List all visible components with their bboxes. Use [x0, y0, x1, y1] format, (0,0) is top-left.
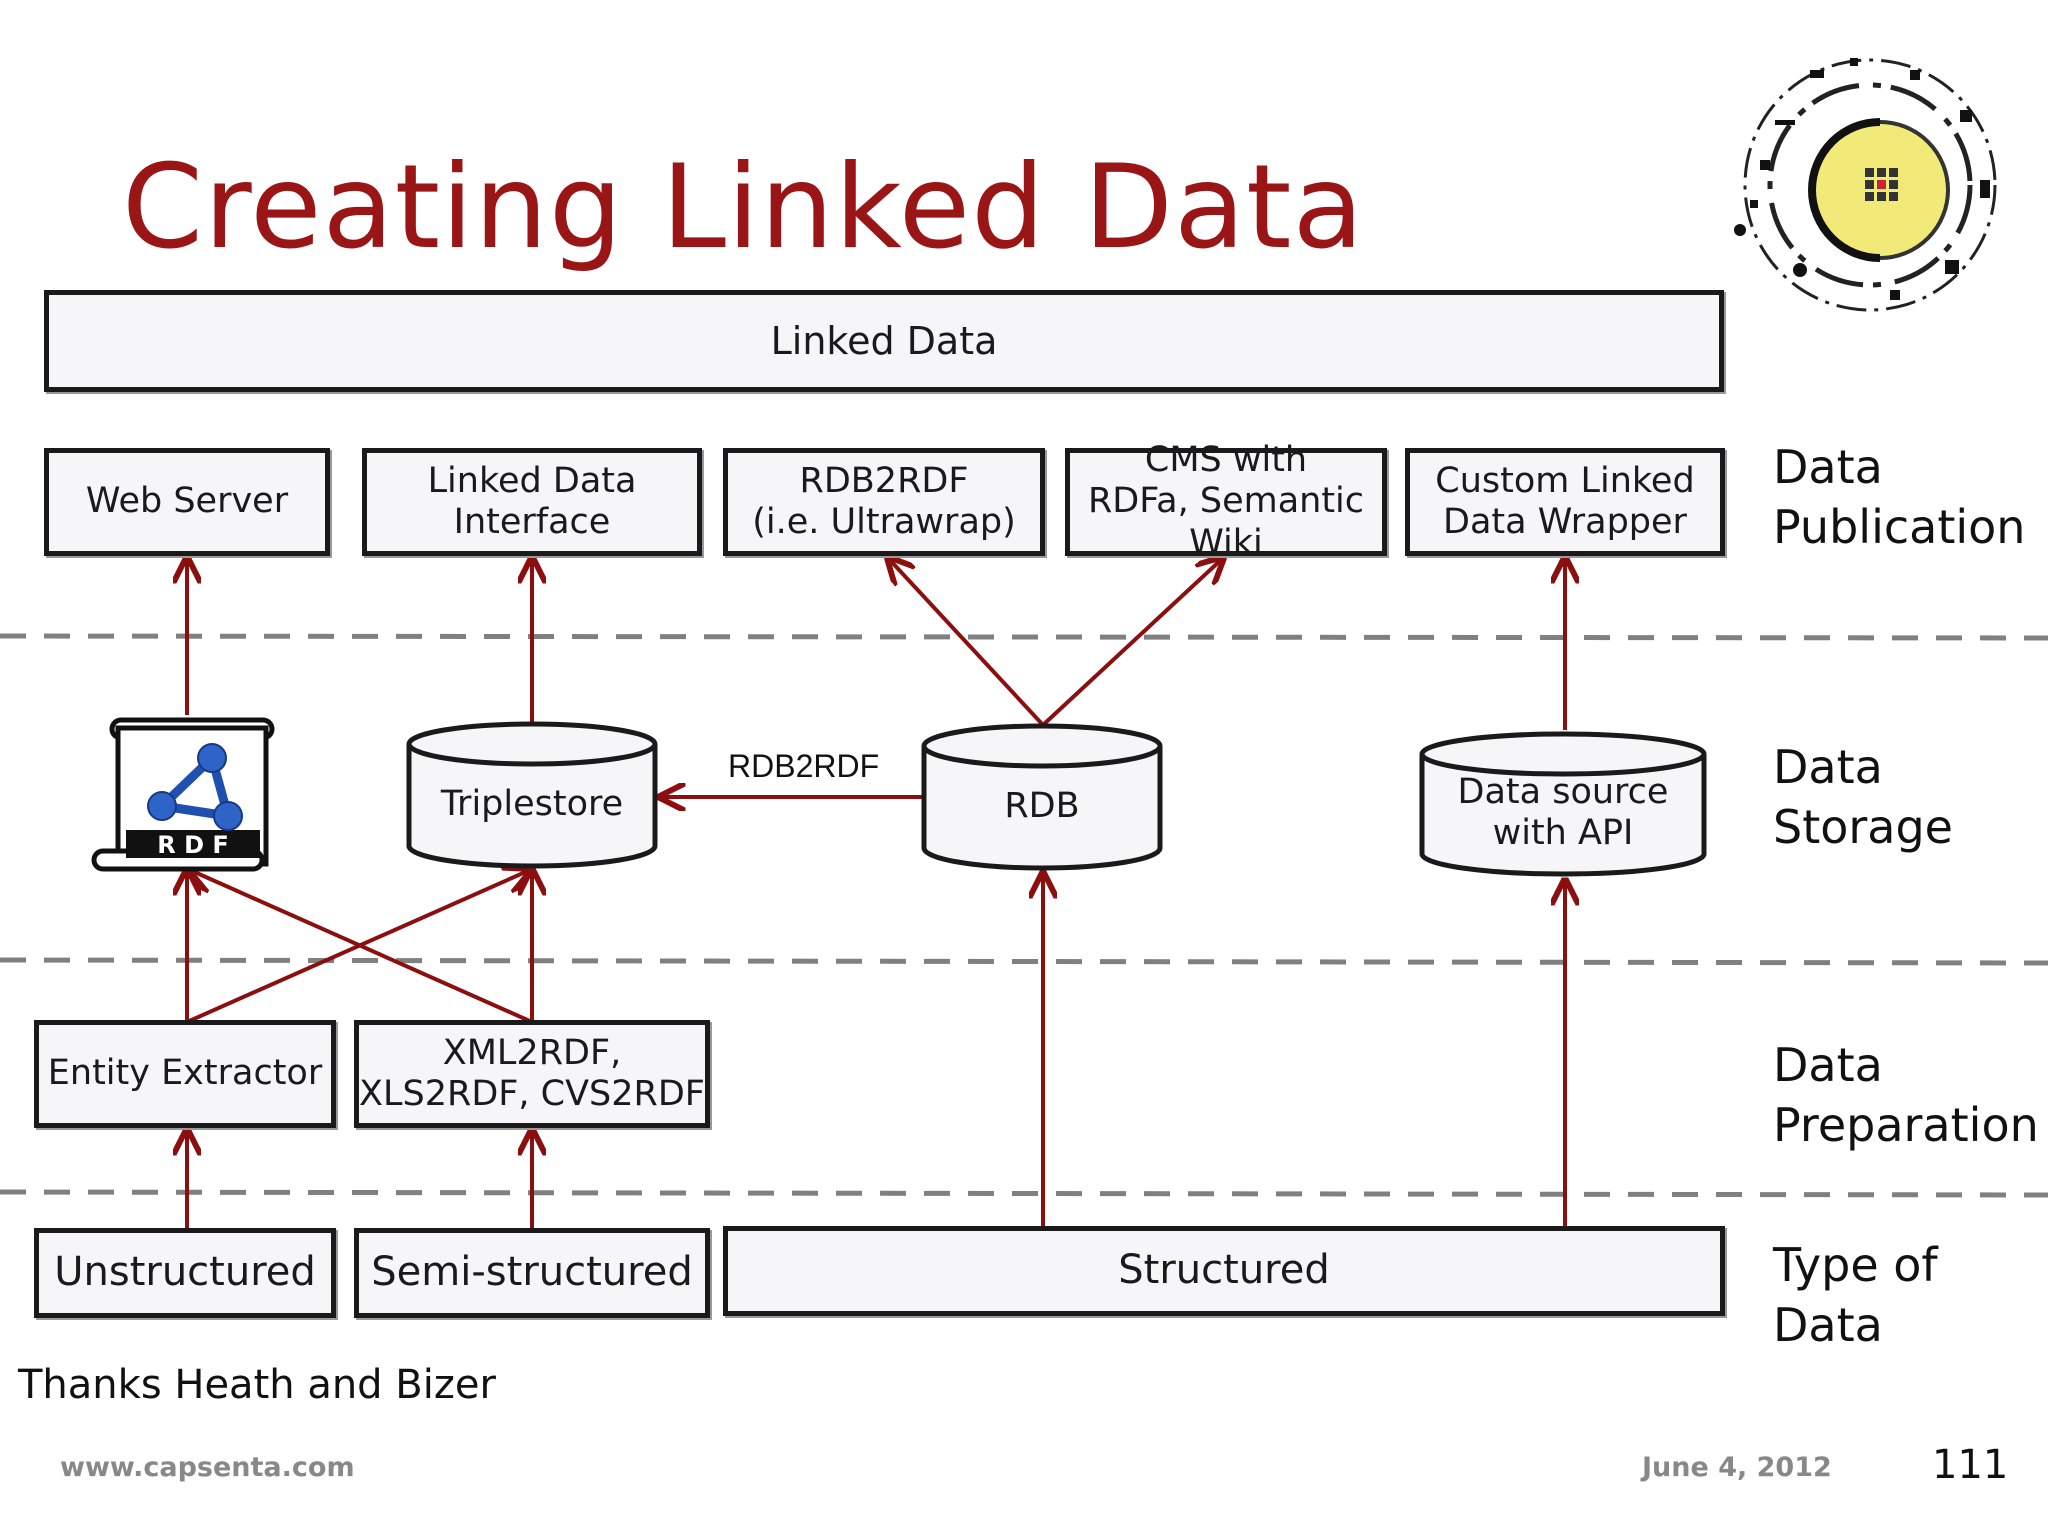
rdb-label: RDB [1004, 786, 1080, 826]
footer-url: www.capsenta.com [60, 1452, 355, 1483]
converters-box: XML2RDF, XLS2RDF, CVS2RDF [354, 1020, 710, 1128]
custom-wrapper-box: Custom Linked Data Wrapper [1405, 448, 1725, 556]
semi-structured-box: Semi-structured [354, 1228, 710, 1318]
linked-data-interface-box: Linked Data Interface [362, 448, 702, 556]
unstructured-box: Unstructured [34, 1228, 336, 1318]
cms-box: CMS with RDFa, Semantic Wiki [1065, 440, 1387, 563]
triplestore-label: Triplestore [440, 784, 624, 824]
rdb2rdf-ultrawrap-box: RDB2RDF (i.e. Ultrawrap) [723, 448, 1045, 556]
capsenta-logo-icon [1734, 58, 1997, 312]
triplestore-cylinder [406, 721, 658, 869]
api-source-cylinder [1419, 731, 1707, 877]
linked-data-box: Linked Data [44, 290, 1724, 392]
layer-label-publication: Data Publication [1773, 440, 2026, 554]
credits-text: Thanks Heath and Bizer [18, 1362, 496, 1408]
rdf-icon-letters: R D F [157, 831, 229, 859]
rdf-document-icon: R D F [91, 717, 275, 872]
footer-date: June 4, 2012 [1642, 1452, 1832, 1483]
layer-label-storage: Data Storage [1773, 740, 1953, 854]
layer-label-preparation: Data Preparation [1773, 1038, 2039, 1152]
entity-extractor-box: Entity Extractor [34, 1020, 336, 1128]
rdb-cylinder [921, 723, 1163, 871]
api-source-label: Data source with API [1457, 772, 1669, 854]
web-server-box: Web Server [44, 448, 330, 556]
layer-label-type: Type of Data [1773, 1238, 1938, 1352]
page-number: 111 [1932, 1442, 2009, 1488]
structured-box: Structured [723, 1226, 1725, 1316]
rdb2rdf-edge-label: RDB2RDF [728, 748, 880, 784]
page-title: Creating Linked Data [122, 140, 1365, 275]
